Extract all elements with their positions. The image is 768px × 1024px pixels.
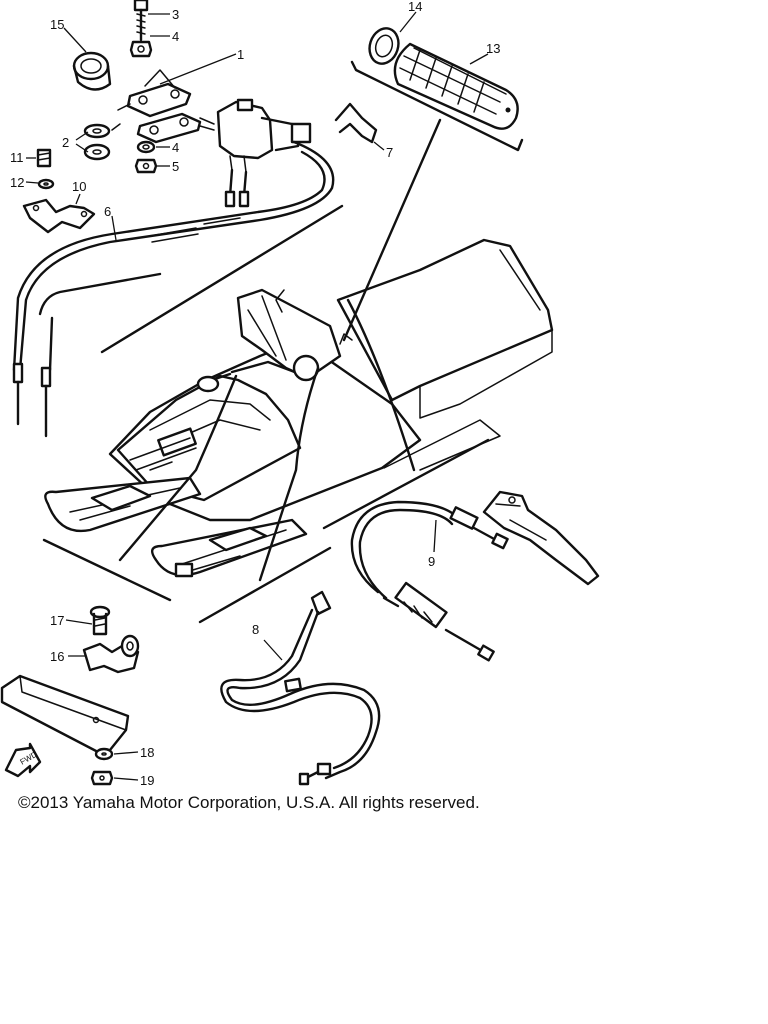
- part-18-washer: [94, 747, 114, 761]
- cable-group-bracket: [100, 204, 344, 354]
- callout-4-lower: 4: [172, 140, 179, 155]
- callout-10: 10: [72, 179, 86, 194]
- part-8-cable: [220, 590, 381, 786]
- part-19-nut: [90, 770, 114, 786]
- fwd-arrow-icon: FWD: [4, 742, 42, 778]
- part-16-clamp: [82, 634, 140, 674]
- section-dividers: [42, 438, 490, 624]
- callout-9: 9: [428, 554, 435, 569]
- cover-plate: [0, 674, 130, 754]
- callout-7: 7: [386, 145, 393, 160]
- leader-lines: [25, 11, 489, 781]
- parts-diagram: FWD 1 2 3 4 4 5 6 7 8 9 10 11: [0, 0, 600, 788]
- part-11-bolt: [36, 148, 52, 168]
- callout-3: 3: [172, 7, 179, 22]
- callout-15: 15: [50, 17, 64, 32]
- part-7-clip: [334, 102, 378, 144]
- copyright-notice: ©2013 Yamaha Motor Corporation, U.S.A. A…: [18, 793, 480, 812]
- part-2-grommets: [83, 123, 111, 161]
- part-17-bolt: [89, 605, 111, 636]
- callout-16: 16: [50, 649, 64, 664]
- callout-13: 13: [486, 41, 500, 56]
- skis: [44, 476, 308, 578]
- part-13-grip: [393, 42, 519, 130]
- part-5-nut: [134, 158, 158, 174]
- lever-housing: [199, 98, 312, 208]
- routing-lines: [118, 118, 442, 582]
- callout-6: 6: [104, 204, 111, 219]
- part-12-washer: [37, 178, 55, 190]
- callout-19: 19: [140, 773, 154, 788]
- part-3-bolt: [133, 0, 149, 42]
- callout-8: 8: [252, 622, 259, 637]
- part-4-nut-lower: [136, 140, 156, 154]
- part-1-bracket: [111, 69, 202, 144]
- callout-17: 17: [50, 613, 64, 628]
- callout-4-upper: 4: [172, 29, 179, 44]
- callout-1: 1: [237, 47, 244, 62]
- callout-11: 11: [10, 150, 24, 165]
- part-10-clamp: [22, 198, 96, 234]
- callout-18: 18: [140, 745, 154, 760]
- callout-12: 12: [10, 175, 24, 190]
- grip-group-bracket: [350, 60, 524, 152]
- part-15-ring: [72, 51, 112, 91]
- snowmobile-body: [108, 238, 554, 522]
- part-6-cable: [12, 140, 335, 438]
- part-4-nut-upper: [129, 40, 153, 58]
- brake-lever: [482, 490, 600, 586]
- part-14-ring: [368, 27, 400, 65]
- callout-5: 5: [172, 159, 179, 174]
- part-9-cable: [350, 500, 509, 662]
- callout-14: 14: [408, 0, 422, 14]
- callout-2: 2: [62, 135, 69, 150]
- callout-labels: 1 2 3 4 4 5 6 7 8 9 10 11 12 13 14 15 16…: [10, 0, 500, 788]
